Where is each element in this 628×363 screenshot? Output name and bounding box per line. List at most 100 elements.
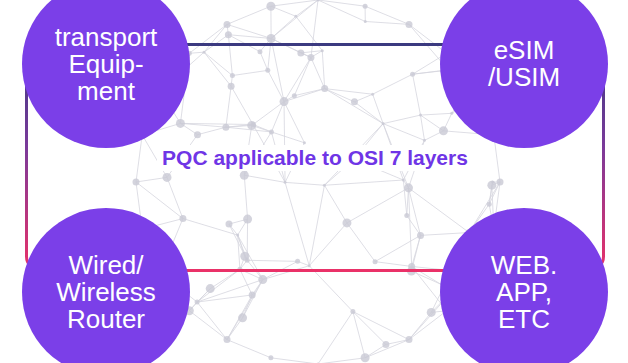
globe-line [197,127,225,135]
globe-line [197,302,227,340]
globe-dot [364,20,367,23]
globe-line [318,312,353,363]
globe-line [285,182,309,265]
globe-line [318,0,365,21]
globe-line [210,269,240,288]
globe-dot [251,122,256,127]
globe-line [353,312,409,340]
globe-dot [439,126,448,135]
globe-line [324,180,403,185]
globe-dot [402,179,405,182]
globe-line [365,340,409,358]
globe-dot [307,54,314,61]
globe-dot [179,215,186,222]
globe-dot [268,355,273,360]
globe-dot [163,173,172,182]
globe-dot [206,284,215,293]
globe-line [226,86,231,127]
circle-label: transport Equip- ment [50,24,162,105]
globe-dot [133,179,140,186]
globe-dot [404,183,413,192]
globe-line [386,340,409,345]
globe-line [365,6,409,24]
globe-dot [224,336,231,343]
globe-dot [317,0,320,2]
category-circle: Wired/ Wireless Router [22,208,190,363]
globe-dot [295,259,300,264]
globe-line [204,52,232,75]
globe-dot [410,72,415,77]
globe-line [383,124,424,141]
globe-line [227,280,263,340]
globe-dot [225,31,232,38]
globe-dot [224,21,231,28]
globe-dot [266,2,275,11]
globe-line [353,312,365,358]
globe-line [238,235,240,269]
globe-dot [363,4,368,9]
globe-line [284,89,325,102]
globe-dot [238,313,247,322]
globe-dot [249,291,256,298]
globe-line [197,295,252,302]
globe-line [270,6,271,38]
globe-dot [373,259,378,264]
globe-dot [284,181,287,184]
globe-dot [269,129,274,134]
globe-dot [257,49,262,54]
globe-line [204,52,231,86]
globe-line [189,311,227,340]
circle-label: Wired/ Wireless Router [50,252,162,333]
globe-line [227,24,271,38]
globe-line [260,52,268,71]
globe-dot [371,93,374,96]
globe-dot [423,139,426,142]
globe-dot [247,121,256,130]
globe-line [347,223,375,262]
globe-line [247,260,297,261]
globe-line [347,188,409,223]
globe-line [253,102,284,125]
globe-line [284,102,304,143]
globe-line [240,269,252,295]
globe-line [383,115,420,124]
globe-line [408,188,469,233]
globe-line [353,312,386,345]
globe-dot [350,309,355,314]
circle-label: eSIM /USIM [468,37,580,91]
globe-line [189,24,227,53]
globe-dot [382,341,389,348]
globe-line [375,262,412,267]
globe-dot [267,34,276,43]
globe-line [271,0,318,38]
globe-line [318,358,365,363]
globe-line [325,89,383,124]
globe-dot [487,202,492,207]
globe-line [322,51,324,89]
globe-line [183,219,238,236]
globe-dot [308,264,311,267]
globe-dot [406,336,413,343]
globe-dot [323,184,326,187]
globe-line [231,86,253,124]
globe-line [232,70,267,75]
globe-line [373,94,383,123]
globe-line [407,216,421,236]
globe-line [309,185,324,265]
globe-line [324,185,346,223]
globe-dot [487,181,496,190]
globe-line [263,266,309,280]
globe-dot [294,15,297,18]
globe-dot [228,83,235,90]
category-circle: eSIM /USIM [440,0,608,148]
globe-dot [450,112,453,115]
globe-dot [258,275,267,284]
globe-dot [194,131,201,138]
globe-line [311,57,325,88]
globe-dot [292,93,297,98]
globe-line [420,113,451,115]
globe-line [204,24,227,52]
globe-dot [297,49,304,56]
globe-line [285,182,324,185]
globe-dot [417,232,424,239]
